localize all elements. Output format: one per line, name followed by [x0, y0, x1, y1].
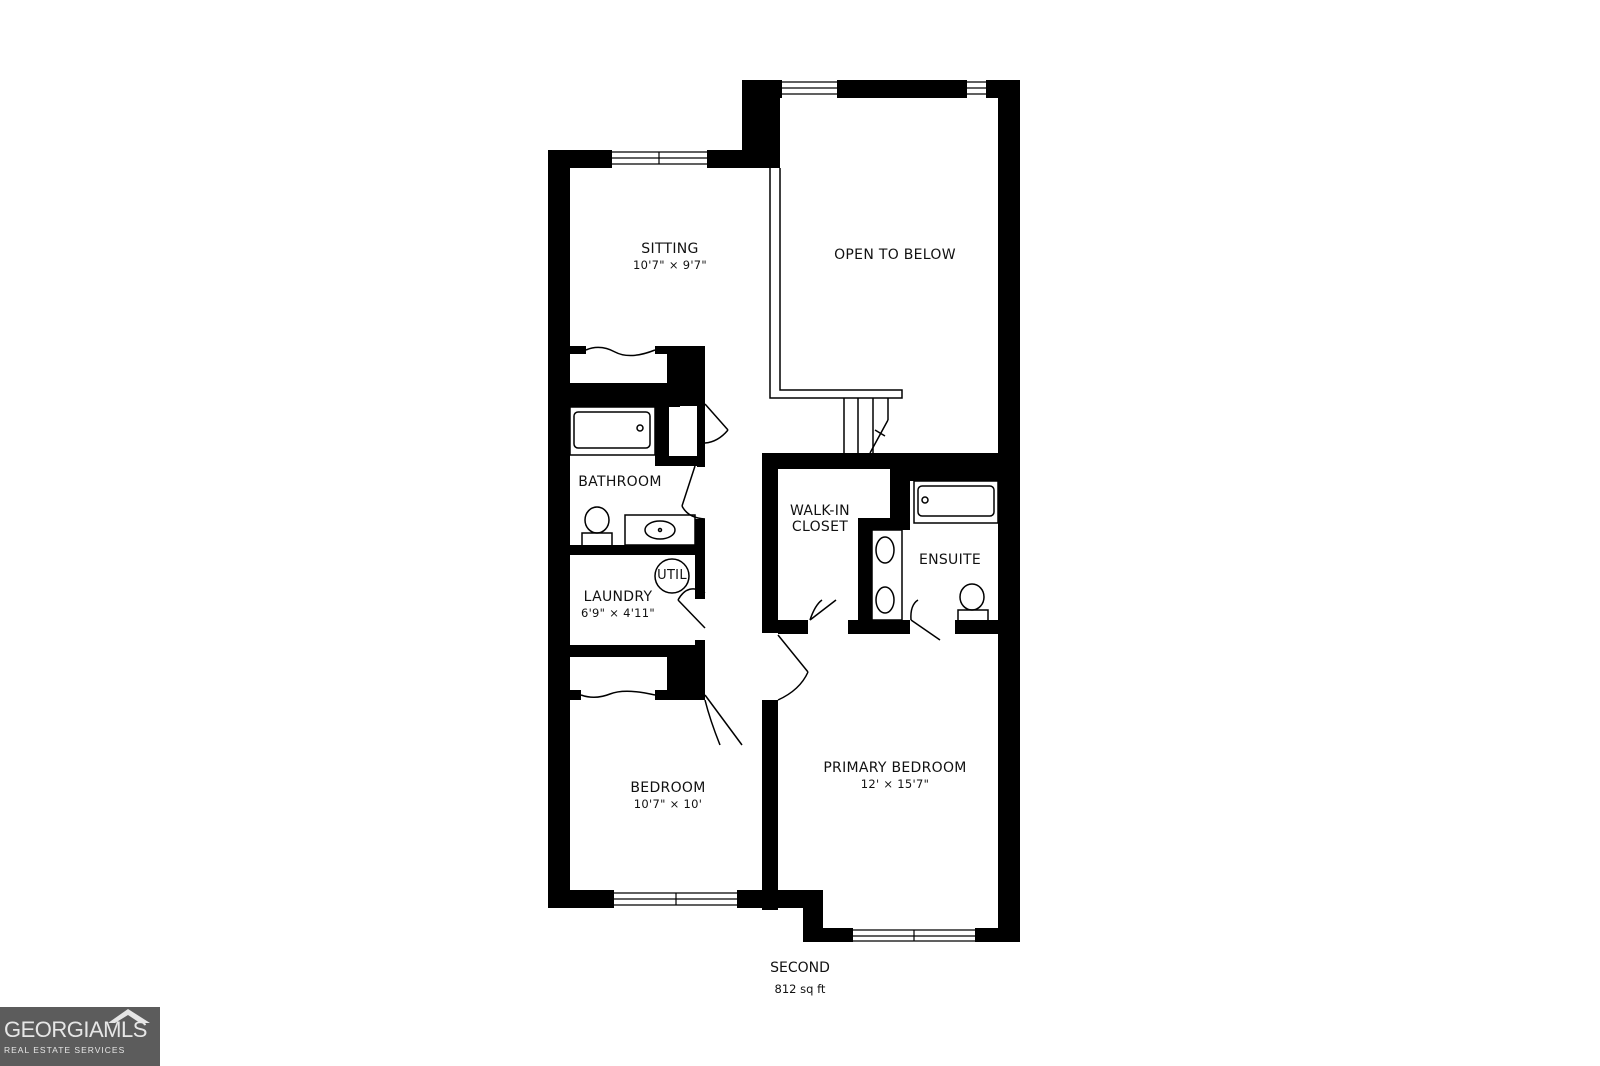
windows: [612, 81, 986, 942]
fixtures: [569, 346, 999, 698]
railing-and-stairs: [769, 168, 903, 454]
room-name-line2: CLOSET: [791, 519, 849, 535]
room-name: LAUNDRY: [583, 589, 653, 605]
logo-main-text: GEORGIAMLS: [4, 1017, 147, 1042]
util-text: UTIL: [657, 568, 687, 583]
room-name: BEDROOM: [630, 780, 706, 796]
room-name: PRIMARY BEDROOM: [823, 760, 967, 776]
floor-area: 812 sq ft: [774, 982, 826, 996]
room-label-sitting: SITTING 10'7" × 9'7": [620, 241, 720, 273]
room-label-bathroom: BATHROOM: [570, 474, 670, 490]
util-label: UTIL: [652, 568, 692, 584]
room-dimensions: 10'7" × 9'7": [632, 258, 708, 272]
room-dimensions: 6'9" × 4'11": [580, 606, 656, 620]
room-name: OPEN TO BELOW: [834, 247, 956, 263]
floor-name: SECOND: [770, 960, 830, 976]
logo-sub-text: REAL ESTATE SERVICES: [4, 1045, 126, 1055]
georgia-mls-logo: GEORGIAMLS REAL ESTATE SERVICES: [0, 1007, 160, 1066]
room-name: ENSUITE: [918, 552, 982, 568]
room-name: SITTING: [641, 241, 699, 257]
room-label-laundry: LAUNDRY 6'9" × 4'11": [568, 589, 668, 621]
roof-icon: [108, 1009, 150, 1023]
room-label-bedroom: BEDROOM 10'7" × 10': [618, 780, 718, 812]
room-dimensions: 12' × 15'7": [860, 777, 930, 791]
room-name-line1: WALK-IN: [790, 503, 850, 519]
room-label-ensuite: ENSUITE: [905, 552, 995, 568]
room-label-walk-in-closet: WALK-IN CLOSET: [775, 503, 865, 535]
room-name: BATHROOM: [578, 474, 662, 490]
doors: [677, 403, 941, 746]
room-label-open-to-below: OPEN TO BELOW: [815, 247, 975, 263]
walls: [548, 80, 1020, 942]
room-dimensions: 10'7" × 10': [633, 797, 703, 811]
room-label-primary-bedroom: PRIMARY BEDROOM 12' × 15'7": [810, 760, 980, 792]
